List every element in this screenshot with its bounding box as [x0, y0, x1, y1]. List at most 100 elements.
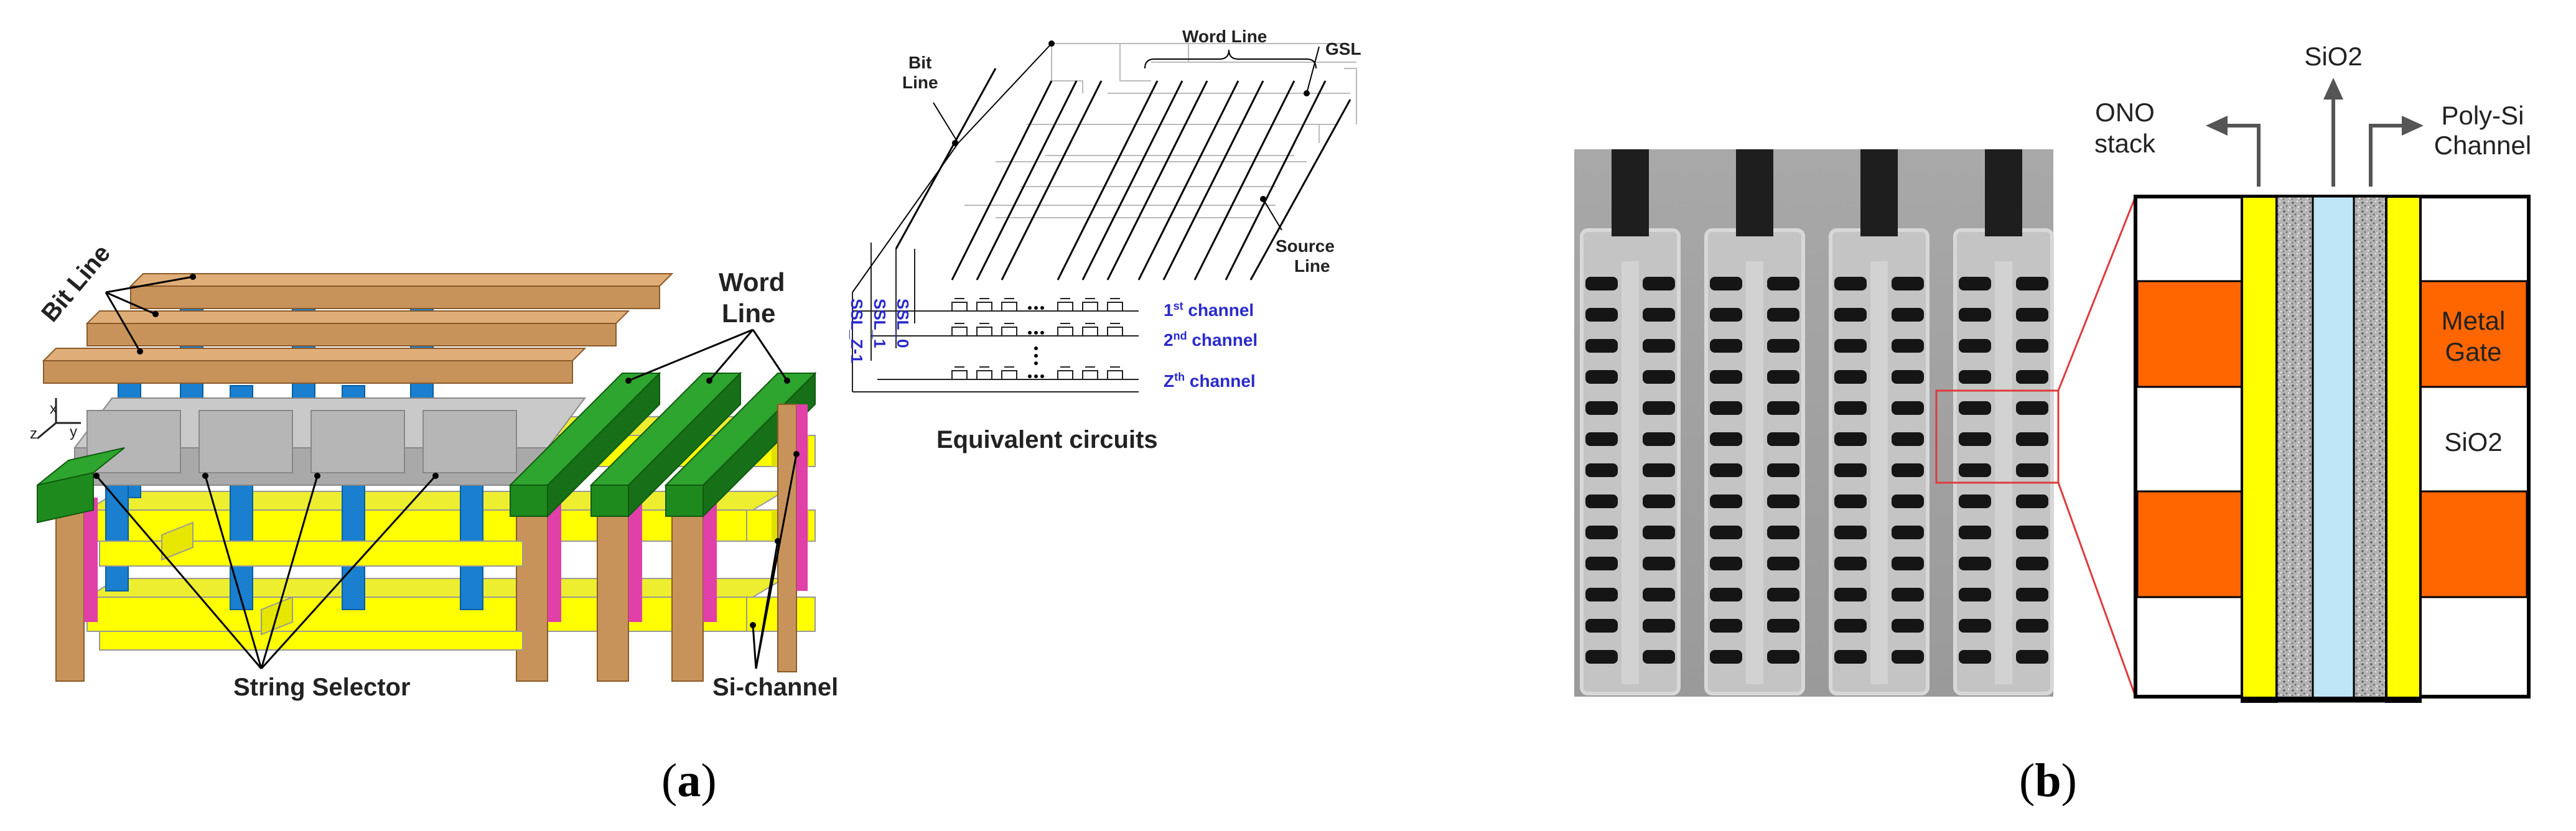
channel-1-label: 1st channel [1164, 300, 1254, 320]
sem-gate-layer [1643, 619, 1675, 633]
sem-gate-layer [1959, 650, 1991, 664]
sem-gate-layer [1834, 308, 1867, 322]
sem-gate-layer [1892, 526, 1924, 539]
sem-gate-layer [2016, 277, 2048, 290]
circuit-faint-grid [964, 43, 1357, 218]
sem-gate-layer [1585, 588, 1618, 601]
sio2-top-label: SiO2 [2304, 42, 2362, 71]
sem-gate-layer [1643, 401, 1675, 415]
circuit-word-lines [895, 68, 1351, 281]
ono-yellow-right [2385, 195, 2422, 703]
circuit-leader-dots [952, 40, 1310, 202]
caption-a: (a) [661, 754, 717, 807]
sem-gate-layer [1959, 308, 1991, 322]
zoom-line-bottom [2057, 482, 2137, 697]
sem-gate-layer [1834, 339, 1867, 353]
axis-z-label: z [30, 425, 37, 442]
circuit-bit-line-2: Line [902, 73, 938, 92]
sem-gate-layer [1643, 650, 1675, 664]
sem-gate-layer [1959, 370, 1991, 384]
ono-label-2: stack [2094, 129, 2156, 158]
sem-gate-layer [1710, 494, 1742, 508]
sem-gate-layer [1710, 650, 1742, 664]
ssl-1-label: SSL_1 [870, 299, 889, 348]
sem-gate-layer [1767, 526, 1799, 539]
sem-micrograph [1574, 149, 2137, 697]
sem-gate-layer [1834, 650, 1867, 664]
sem-gate-layer [1959, 619, 1991, 633]
sem-gate-layer [2016, 401, 2048, 415]
sem-gate-layer [1834, 463, 1867, 477]
sem-gate-layer [2016, 370, 2048, 384]
string-selectors [73, 397, 586, 486]
sem-gate-layer [1710, 401, 1742, 415]
sem-gate-layer [1767, 277, 1799, 290]
ssl-z1-label: SSL_Z-1 [847, 299, 866, 363]
sem-gate-layer [1585, 339, 1618, 353]
sem-channel-core [1995, 261, 2012, 684]
structure-3d: x y z Bit Line Word Line String Selector… [30, 239, 838, 701]
sem-contact-plug [1985, 149, 2022, 236]
sem-gate-layer [2016, 557, 2048, 570]
circuit-leaders [852, 43, 1320, 293]
sem-gate-layer [1834, 432, 1867, 446]
metal-gate-left-2 [2136, 490, 2243, 598]
sem-gate-layer [2016, 588, 2048, 601]
equivalent-circuits-title: Equivalent circuits [936, 426, 1158, 453]
sem-gate-layer [1710, 619, 1742, 633]
leader-lines [95, 276, 798, 670]
sem-gate-layer [1892, 588, 1924, 601]
sem-gate-layer [1767, 463, 1799, 477]
sem-gate-layer [2016, 339, 2048, 353]
circuit-gsl: GSL [1325, 39, 1361, 58]
circuit-source-line-2: Line [1294, 256, 1330, 276]
sem-gate-layer [1710, 588, 1742, 601]
sem-gate-layer [1767, 619, 1799, 633]
sio2-right-label: SiO2 [2444, 427, 2502, 457]
sem-gate-layer [1834, 557, 1867, 570]
poly-si-right [2353, 195, 2387, 703]
sem-gate-layer [1892, 463, 1924, 477]
cross-section-arrows [2221, 93, 2408, 187]
sem-gate-layer [1585, 650, 1618, 664]
sem-gate-layer [2016, 650, 2048, 664]
poly-si-label-1: Poly-Si [2441, 101, 2524, 130]
sem-gate-layer [1892, 432, 1924, 446]
poly-si-label-2: Channel [2434, 131, 2531, 160]
sem-contact-plug [1736, 149, 1773, 236]
sem-gate-layer [1643, 557, 1675, 570]
bit-lines [42, 273, 674, 384]
circuit-bit-line-1: Bit [908, 53, 931, 72]
sem-gate-layer [1767, 588, 1799, 601]
sem-gate-layer [1643, 370, 1675, 384]
circuit-word-line: Word Line [1182, 27, 1267, 46]
sem-gate-layer [1959, 588, 1991, 601]
circuit-channel-rows [852, 243, 1139, 392]
sem-gate-layer [1767, 339, 1799, 353]
sem-gate-layer [1767, 432, 1799, 446]
sem-gate-layer [2016, 308, 2048, 322]
sem-gate-layer [1959, 277, 1991, 290]
arrow-heads [2206, 78, 2424, 136]
caption-b: (b) [2019, 754, 2077, 807]
sem-gate-layer [1834, 526, 1867, 539]
sem-gate-layer [1710, 432, 1742, 446]
poly-si-left [2275, 195, 2314, 703]
sem-gate-layer [1892, 494, 1924, 508]
sem-gate-layer [2016, 526, 2048, 539]
sem-gate-layer [1767, 401, 1799, 415]
sem-gate-layer [1643, 463, 1675, 477]
sem-gate-layer [2016, 432, 2048, 446]
sem-gate-layer [1585, 401, 1618, 415]
ssl-0-label: SSL_0 [894, 299, 912, 348]
sem-channel-core [1870, 261, 1888, 684]
equivalent-circuit: Bit Line Word Line GSL Source Line SSL_Z… [847, 27, 1361, 453]
sem-gate-layer [1767, 370, 1799, 384]
sem-gate-layer [1892, 339, 1924, 353]
sem-gate-layer [1643, 339, 1675, 353]
sem-gate-layer [1834, 401, 1867, 415]
metal-gate-label-2: Gate [2445, 337, 2501, 366]
sem-gate-layer [1959, 494, 1991, 508]
ono-yellow-left [2241, 195, 2278, 703]
circuit-source-line-1: Source [1276, 236, 1335, 256]
